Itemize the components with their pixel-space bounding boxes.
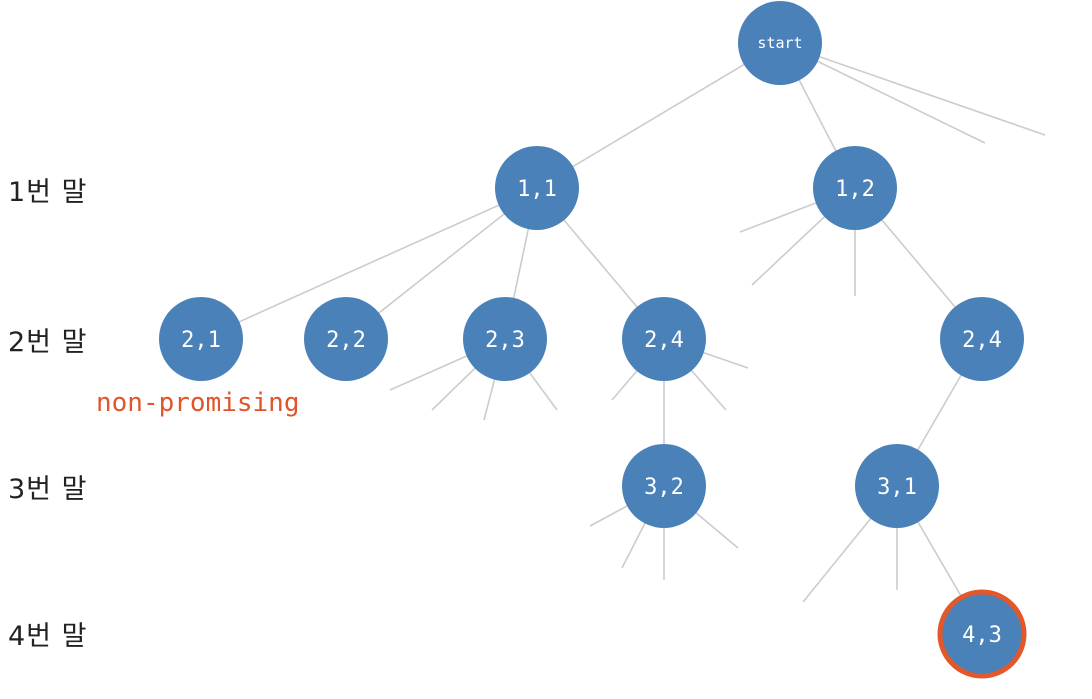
- level-label-1: 1번 말: [8, 177, 88, 208]
- node-label: 2,4: [962, 328, 1002, 353]
- tree-node-2-3: 2,3: [463, 297, 547, 381]
- edge: [200, 187, 538, 340]
- tree-node-2-4-right: 2,4: [940, 297, 1024, 381]
- node-label: start: [757, 34, 802, 52]
- node-label: 2,4: [644, 328, 684, 353]
- non-promising-annotation: non-promising: [96, 388, 300, 418]
- tree-node-1-1: 1,1: [495, 146, 579, 230]
- node-label: 2,3: [485, 328, 525, 353]
- tree-node-start: start: [738, 1, 822, 85]
- tree-node-4-3-highlighted: 4,3: [937, 589, 1027, 679]
- node-label: 2,2: [326, 328, 366, 353]
- node-label: 1,2: [835, 177, 875, 202]
- edge: [779, 42, 1046, 136]
- tree-node-3-2: 3,2: [622, 444, 706, 528]
- edge: [536, 42, 781, 189]
- tree-node-2-4-left: 2,4: [622, 297, 706, 381]
- tree-node-2-1: 2,1: [159, 297, 243, 381]
- level-label-2: 2번 말: [8, 327, 88, 358]
- node-label: 3,1: [877, 475, 917, 500]
- node-label: 4,3: [962, 623, 1002, 648]
- node-label: 1,1: [517, 177, 557, 202]
- tree-node-3-1: 3,1: [855, 444, 939, 528]
- node-label: 3,2: [644, 475, 684, 500]
- node-label: 2,1: [181, 328, 221, 353]
- tree-node-2-2: 2,2: [304, 297, 388, 381]
- tree-node-1-2: 1,2: [813, 146, 897, 230]
- level-label-4: 4번 말: [8, 621, 88, 652]
- level-label-3: 3번 말: [8, 474, 88, 505]
